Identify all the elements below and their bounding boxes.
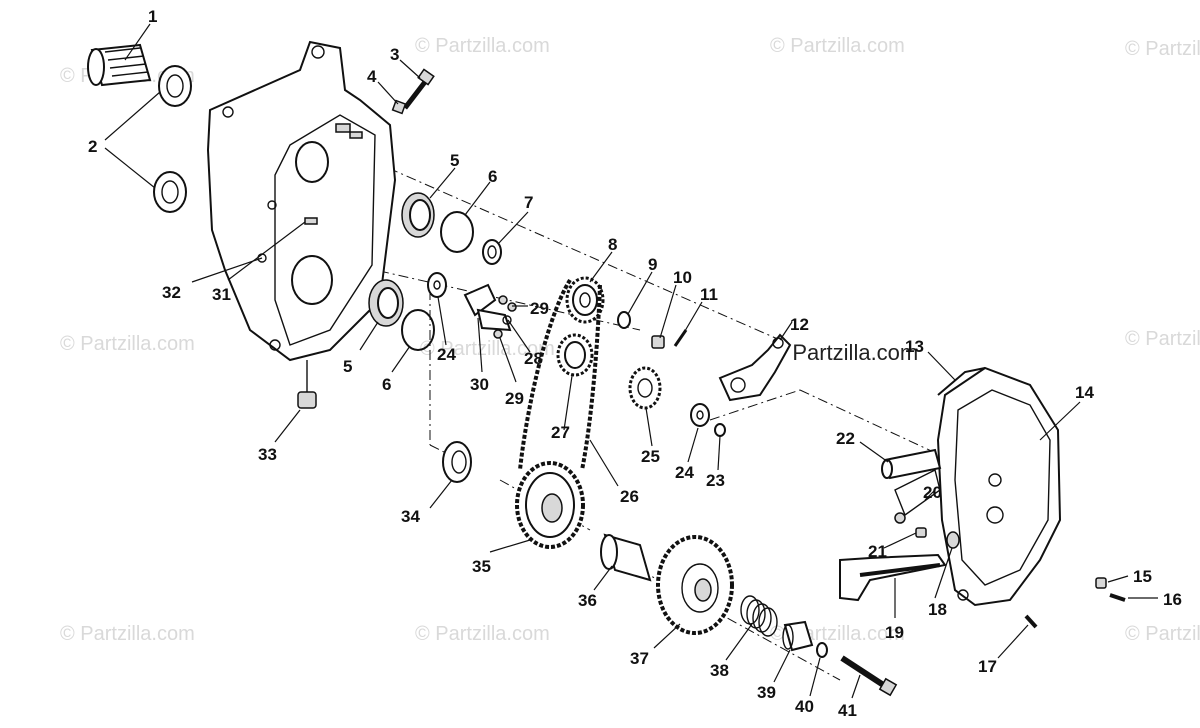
watermark: © Partzilla.com [60, 333, 195, 355]
watermark-layer: © Partzilla.com © Partzilla.com © Partzi… [60, 35, 1200, 645]
callout-4: 4 [367, 67, 377, 86]
cover-part [936, 366, 1062, 607]
callout-39: 39 [757, 683, 776, 702]
dowel-pin-part [304, 217, 318, 225]
callout-17: 17 [978, 657, 997, 676]
callout-24: 24 [437, 345, 456, 364]
callout-33: 33 [258, 445, 277, 464]
seal-part [153, 65, 192, 213]
upper-sprocket-part [565, 276, 605, 324]
callout-35: 35 [472, 557, 491, 576]
drive-chain-part [518, 278, 602, 471]
watermark: © Partzilla.com [770, 340, 918, 365]
callout-34: 34 [401, 507, 420, 526]
callout-25: 25 [641, 447, 660, 466]
callout-20: 20 [923, 483, 942, 502]
washer-part [482, 239, 502, 265]
o-ring-part [401, 211, 474, 351]
callout-37: 37 [630, 649, 649, 668]
middle-sprocket-part [556, 333, 594, 377]
screw-part [493, 295, 517, 339]
callout-18: 18 [928, 600, 947, 619]
watermark: © Partzilla.com [1125, 623, 1200, 645]
callout-5: 5 [343, 357, 352, 376]
watermark: © Partzilla.com [1125, 328, 1200, 350]
callout-5: 5 [450, 151, 459, 170]
callout-38: 38 [710, 661, 729, 680]
callout-10: 10 [673, 268, 692, 287]
spring-part [740, 595, 778, 637]
gasket-part [937, 367, 986, 396]
callout-22: 22 [836, 429, 855, 448]
callout-11: 11 [700, 285, 718, 304]
gear-housing-part [206, 40, 397, 362]
callout-2: 2 [88, 137, 97, 156]
watermark: © Partzilla.com [415, 35, 550, 57]
large-sprocket-part [515, 461, 585, 549]
lever-arm-part [839, 553, 947, 602]
callout-6: 6 [488, 167, 497, 186]
small-hardware-part [617, 311, 688, 349]
callout-30: 30 [470, 375, 489, 394]
spacer-part [442, 441, 472, 483]
watermark: © Partzilla.com [1125, 38, 1200, 60]
shift-lever-part [718, 333, 792, 402]
callout-9: 9 [648, 255, 657, 274]
callout-29: 29 [505, 389, 524, 408]
callout-6: 6 [382, 375, 391, 394]
collar-part [782, 620, 814, 652]
callout-32: 32 [162, 283, 181, 302]
callout-leader-lines [104, 23, 1158, 699]
callout-21: 21 [868, 542, 887, 561]
shift-shaft-part [881, 448, 942, 524]
callout-12: 12 [790, 315, 809, 334]
watermark: © Partzilla.com [415, 623, 550, 645]
clip-part [714, 423, 726, 437]
callout-19: 19 [885, 623, 904, 642]
callout-1: 1 [148, 7, 157, 26]
callout-29: 29 [530, 299, 549, 318]
flat-washer-part [816, 642, 828, 658]
callout-27: 27 [551, 423, 570, 442]
callout-7: 7 [524, 193, 533, 212]
watermark: © Partzilla.com [770, 35, 905, 57]
callout-3: 3 [390, 45, 399, 64]
cover-screw-part [1024, 577, 1126, 629]
bearing-part [368, 192, 435, 327]
spur-gear-part [628, 366, 662, 410]
callout-8: 8 [608, 235, 617, 254]
callout-labels: 1 2 3 4 5 5 6 6 7 8 9 10 11 12 13 14 15 … [88, 7, 1182, 720]
input-shaft-part [87, 43, 152, 87]
output-gear-part [656, 535, 734, 635]
callout-13: 13 [905, 337, 924, 356]
watermark: © Partzilla.com [420, 338, 555, 360]
callout-14: 14 [1075, 383, 1094, 402]
callout-28: 28 [524, 349, 543, 368]
long-bolt-part [840, 655, 898, 697]
callout-16: 16 [1163, 590, 1182, 609]
shift-fork-part [463, 283, 512, 332]
plug-part [297, 360, 317, 409]
callout-24: 24 [675, 463, 694, 482]
callout-15: 15 [1133, 567, 1152, 586]
spline-shaft-part [600, 533, 652, 582]
callout-26: 26 [620, 487, 639, 506]
thrust-washer-part [427, 272, 710, 427]
watermark: © Partzilla.com [60, 623, 195, 645]
callout-41: 41 [838, 701, 857, 720]
pin-part [915, 527, 960, 549]
callout-31: 31 [212, 285, 231, 304]
bolt-part [391, 68, 435, 115]
callout-23: 23 [706, 471, 725, 490]
assembly-centerlines [339, 159, 941, 681]
callout-36: 36 [578, 591, 597, 610]
callout-40: 40 [795, 697, 814, 716]
